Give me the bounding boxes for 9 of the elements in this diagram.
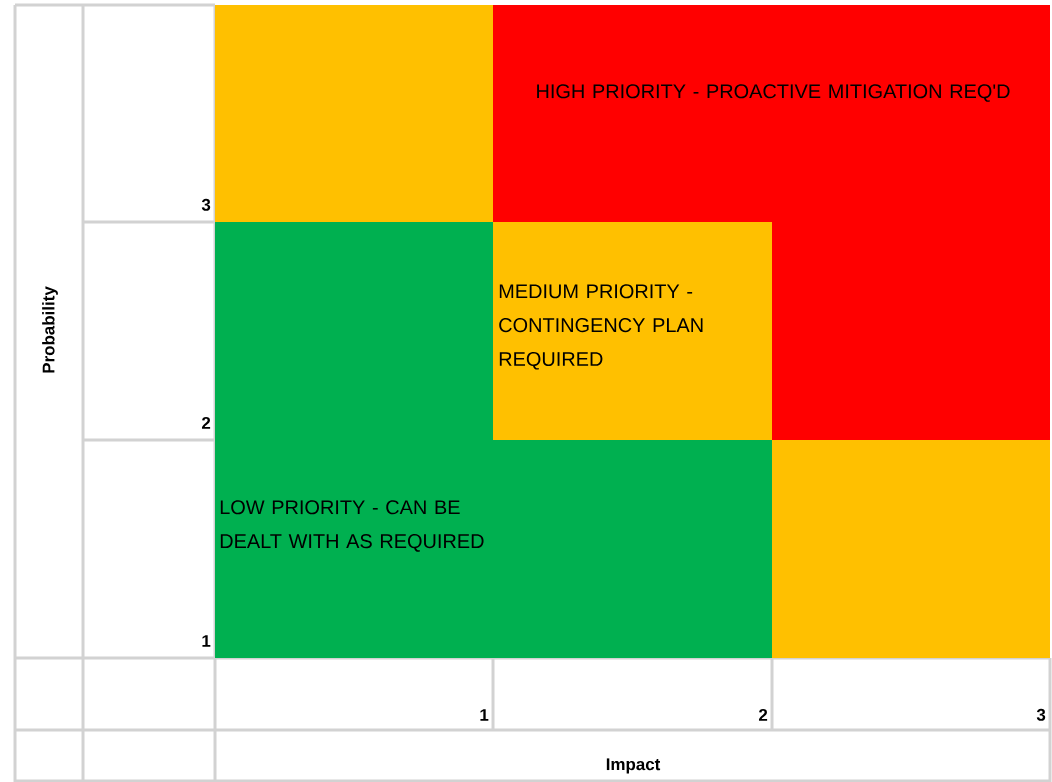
axis-title: Probability [42,286,58,373]
axis-title: Impact [606,758,661,774]
tick-label: 2 [759,708,768,721]
risk-cell [215,5,493,222]
tick-label: 3 [1036,708,1046,721]
tick-label: 1 [480,709,489,721]
priority-zone: MEDIUM PRIORITY - CONTINGENCY PLAN REQUIRED [493,222,772,440]
risk-cell [772,440,1050,658]
tick-label: 3 [201,198,211,211]
